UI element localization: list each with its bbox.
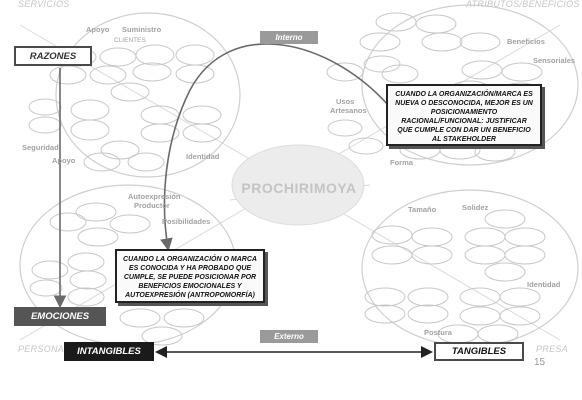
label-artesanos: Artesanos <box>330 106 367 115</box>
bubbles-bottom-right <box>364 209 546 344</box>
bubbles-bottom-left <box>29 202 205 346</box>
label-forma: Forma <box>390 158 413 167</box>
center-ellipse <box>231 144 365 226</box>
page-number: 15 <box>534 357 546 368</box>
label-sensoriales: Sensoriales <box>533 56 576 65</box>
razones-box: RAZONES <box>14 46 92 66</box>
label-identidad-left: Identidad <box>186 152 220 161</box>
note-rational-positioning: CUANDO LA ORGANIZACIÓN/MARCA ES NUEVA O … <box>386 84 542 146</box>
footer-presa: PRESA <box>536 344 569 354</box>
label-seguridad: Seguridad <box>22 143 59 152</box>
header-servicios: SERVICIOS <box>18 0 70 9</box>
label-beneficios: Beneficios <box>507 37 545 46</box>
label-suministro: Suministro <box>122 25 162 34</box>
label-productor: Productor <box>134 201 170 210</box>
note-emotional-positioning: CUANDO LA ORGANIZACIÓN O MARCA ES CONOCI… <box>115 249 265 303</box>
bubbles-top-left <box>28 44 222 172</box>
center-label: PROCHIRIMOYA <box>241 180 357 196</box>
label-solidez: Solidez <box>462 203 489 212</box>
label-posibilidades: Posibilidades <box>162 217 211 226</box>
banner-interno: Interno <box>260 31 318 44</box>
label-usos: Usos <box>336 97 355 106</box>
label-tamano: Tamaño <box>408 205 437 214</box>
header-atributos: ATRIBUTOS/BENEFICIOS <box>466 0 580 9</box>
label-autoexpresion: Autoexpresión <box>128 192 181 201</box>
footer-persona: PERSONA <box>18 344 65 354</box>
label-clientes: CLIENTES <box>114 37 146 44</box>
tangibles-box: TANGIBLES <box>434 342 524 361</box>
label-apoyo-top: Apoyo <box>86 25 110 34</box>
banner-externo: Externo <box>260 330 318 343</box>
emociones-box: EMOCIONES <box>14 307 106 326</box>
curved-arrow <box>160 43 389 252</box>
label-identidad-right: Identidad <box>527 280 561 289</box>
label-apoyo-mid: Apoyo <box>52 156 76 165</box>
label-postura: Postura <box>424 328 452 337</box>
intangibles-box: INTANGIBLES <box>64 342 154 361</box>
